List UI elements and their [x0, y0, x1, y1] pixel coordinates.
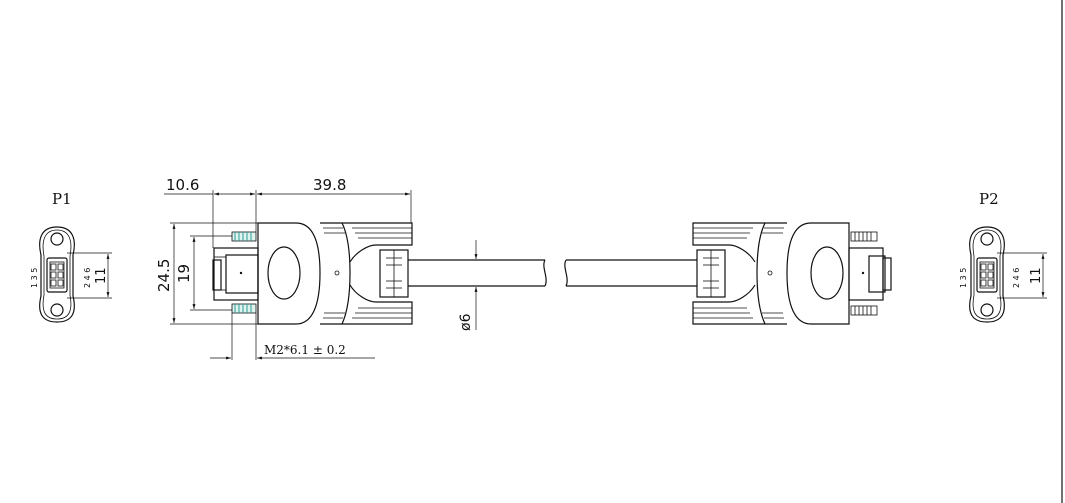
p2-pin-cells [980, 263, 994, 287]
dim-screw: M2*6.1 ± 0.2 [264, 343, 346, 357]
dimension-texts: 10.6 39.8 24.5 19 ø6 M2*6.1 ± 0.2 [155, 176, 474, 357]
dim-overall-length: 39.8 [313, 176, 346, 194]
dim-cable-dia: ø6 [458, 313, 474, 331]
left-screw-bottom [231, 303, 257, 314]
right-plug [692, 222, 892, 325]
p1-pins-odd: 1 3 5 [30, 268, 39, 288]
left-plug [212, 222, 413, 325]
p1-pin-cells [50, 263, 64, 287]
cable [408, 259, 697, 287]
dim-height-inner: 19 [175, 264, 193, 283]
left-screw-top [231, 231, 257, 242]
p2-pins-odd: 1 3 5 [959, 268, 968, 288]
p1-end-view: P1 1 3 5 2 4 6 11 [30, 190, 112, 323]
p1-width-dim: 11 [94, 267, 109, 284]
right-screw-top [850, 231, 878, 242]
right-screw-bottom [850, 305, 878, 316]
dimension-lines [164, 190, 478, 360]
p2-pins-even: 2 4 6 [1012, 268, 1021, 288]
p1-pins-even: 2 4 6 [83, 268, 92, 288]
p1-label: P1 [52, 190, 72, 208]
p2-end-view: P2 1 3 5 2 4 6 11 [959, 190, 1047, 323]
p2-width-dim: 11 [1029, 267, 1044, 284]
dim-overall-left: 10.6 [166, 176, 199, 194]
dim-height-outer: 24.5 [155, 259, 173, 292]
p2-label: P2 [979, 190, 999, 208]
